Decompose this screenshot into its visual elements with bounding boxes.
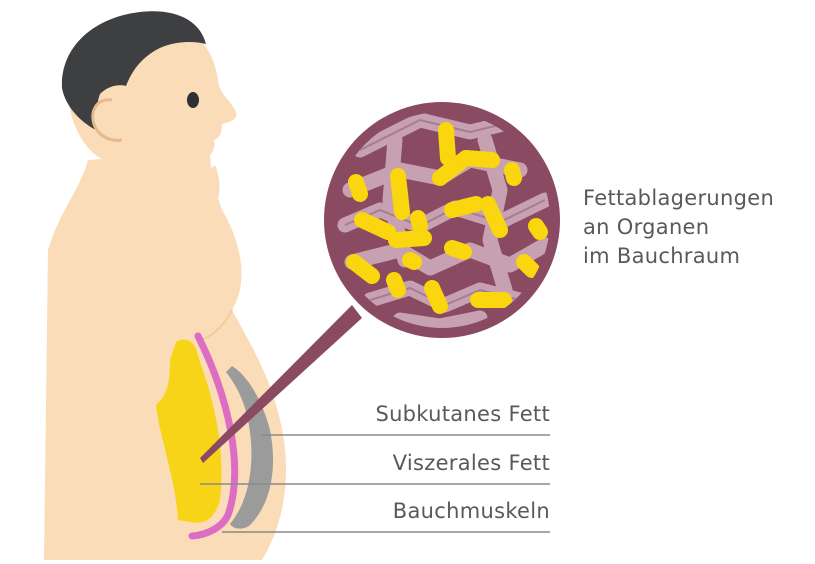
label-subkutanes-fett: Subkutanes Fett [375,402,550,426]
label-viszerales-fett: Viszerales Fett [393,451,550,475]
organ-fat-callout: Fettablagerungen an Organen im Bauchraum [583,184,774,271]
callout-line-2: an Organen [583,213,774,242]
callout-line-3: im Bauchraum [583,242,774,271]
magnifier-circle [324,102,560,338]
eye [187,92,199,108]
label-bauchmuskeln: Bauchmuskeln [393,499,550,523]
callout-line-1: Fettablagerungen [583,184,774,213]
